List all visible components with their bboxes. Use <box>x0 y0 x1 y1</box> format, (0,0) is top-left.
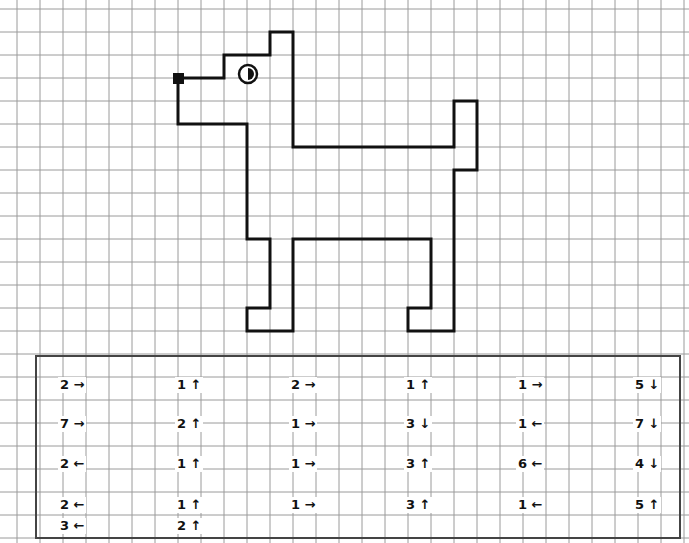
instruction-cell: 7 → <box>58 416 86 432</box>
instruction-cell: 2 ↑ <box>175 518 203 534</box>
instruction-cell: 1 ↑ <box>175 456 203 472</box>
instruction-cell: 2 → <box>289 377 317 393</box>
instruction-cell: 3 ↑ <box>404 497 432 513</box>
grid-line <box>0 216 689 217</box>
grid-line <box>0 515 689 516</box>
instruction-cell: 1 → <box>516 377 544 393</box>
grid-line <box>132 0 133 543</box>
grid-line <box>0 78 689 79</box>
grid-line <box>0 32 689 33</box>
grid-line <box>224 0 225 543</box>
grid-line <box>0 469 689 470</box>
instruction-cell: 1 → <box>289 497 317 513</box>
instruction-cell: 1 ↑ <box>404 377 432 393</box>
instruction-cell: 2 ← <box>58 456 86 472</box>
grid-line <box>0 331 689 332</box>
grid-line <box>40 0 41 543</box>
instruction-cell: 1 → <box>289 456 317 472</box>
instruction-cell: 1 ← <box>516 416 544 432</box>
grid-line <box>109 0 110 543</box>
grid-line <box>0 170 689 171</box>
grid-line <box>0 55 689 56</box>
grid-line <box>155 0 156 543</box>
instruction-cell: 3 ↓ <box>404 416 432 432</box>
grid-line <box>592 0 593 543</box>
grid-line <box>0 492 689 493</box>
dog-pupil <box>248 68 254 80</box>
grid-line <box>0 262 689 263</box>
dog-eye <box>239 65 257 83</box>
grid-line <box>0 423 689 424</box>
grid-line <box>0 400 689 401</box>
instruction-cell: 6 ← <box>516 456 544 472</box>
instruction-cell: 1 ↑ <box>175 497 203 513</box>
grid-line <box>477 0 478 543</box>
grid-line <box>0 9 689 10</box>
grid-line <box>0 285 689 286</box>
grid-line <box>615 0 616 543</box>
grid-line <box>500 0 501 543</box>
grid-line <box>0 377 689 378</box>
table-frame <box>36 356 680 538</box>
instruction-cell: 1 → <box>289 416 317 432</box>
grid-line <box>0 308 689 309</box>
instruction-cell: 4 ↓ <box>633 456 661 472</box>
grid-line <box>0 101 689 102</box>
instruction-cell: 2 → <box>58 377 86 393</box>
instruction-cell: 7 ↓ <box>633 416 661 432</box>
dog-nose <box>173 73 184 84</box>
dog-outline <box>178 32 477 331</box>
grid-line <box>684 0 685 543</box>
instruction-cell: 1 ↑ <box>175 377 203 393</box>
instruction-cell: 3 ↑ <box>404 456 432 472</box>
instruction-cell: 5 ↓ <box>633 377 661 393</box>
grid-line <box>546 0 547 543</box>
instruction-cell: 3 ← <box>58 518 86 534</box>
grid-line <box>0 193 689 194</box>
instruction-cell: 2 ← <box>58 497 86 513</box>
grid-line <box>0 124 689 125</box>
grid-line <box>0 354 689 355</box>
grid-line <box>362 0 363 543</box>
grid-line <box>0 446 689 447</box>
instruction-cell: 5 ↑ <box>633 497 661 513</box>
grid-line <box>17 0 18 543</box>
instruction-cell: 1 ← <box>516 497 544 513</box>
instruction-cell: 2 ↑ <box>175 416 203 432</box>
grid-line <box>339 0 340 543</box>
grid-line <box>569 0 570 543</box>
grid-line <box>385 0 386 543</box>
